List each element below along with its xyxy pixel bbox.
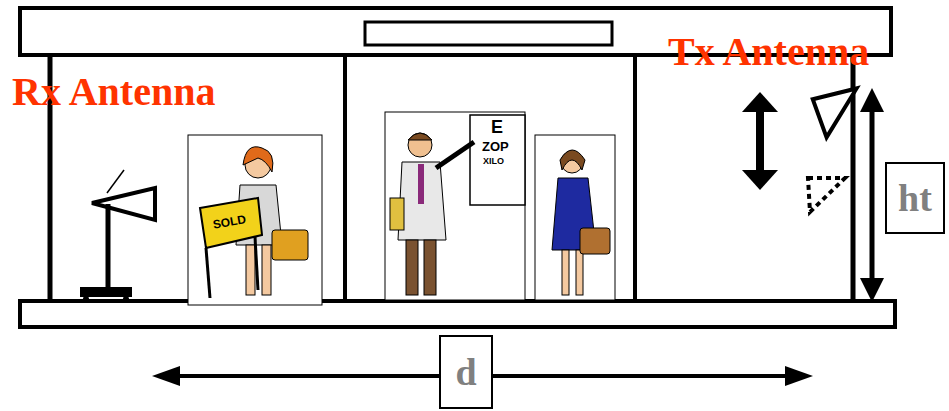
dimension-box: ht [885, 162, 945, 234]
eye-chart-text: ZOP [482, 140, 509, 153]
dimension-box: d [439, 335, 493, 409]
dimension-label: d [455, 353, 476, 391]
eye-chart-text: XILO [483, 157, 504, 166]
dimension-label: ht [898, 179, 932, 217]
antenna-label: Tx Antenna [668, 32, 869, 72]
eye-chart-text: E [491, 118, 503, 136]
antenna-label: Rx Antenna [12, 72, 215, 112]
